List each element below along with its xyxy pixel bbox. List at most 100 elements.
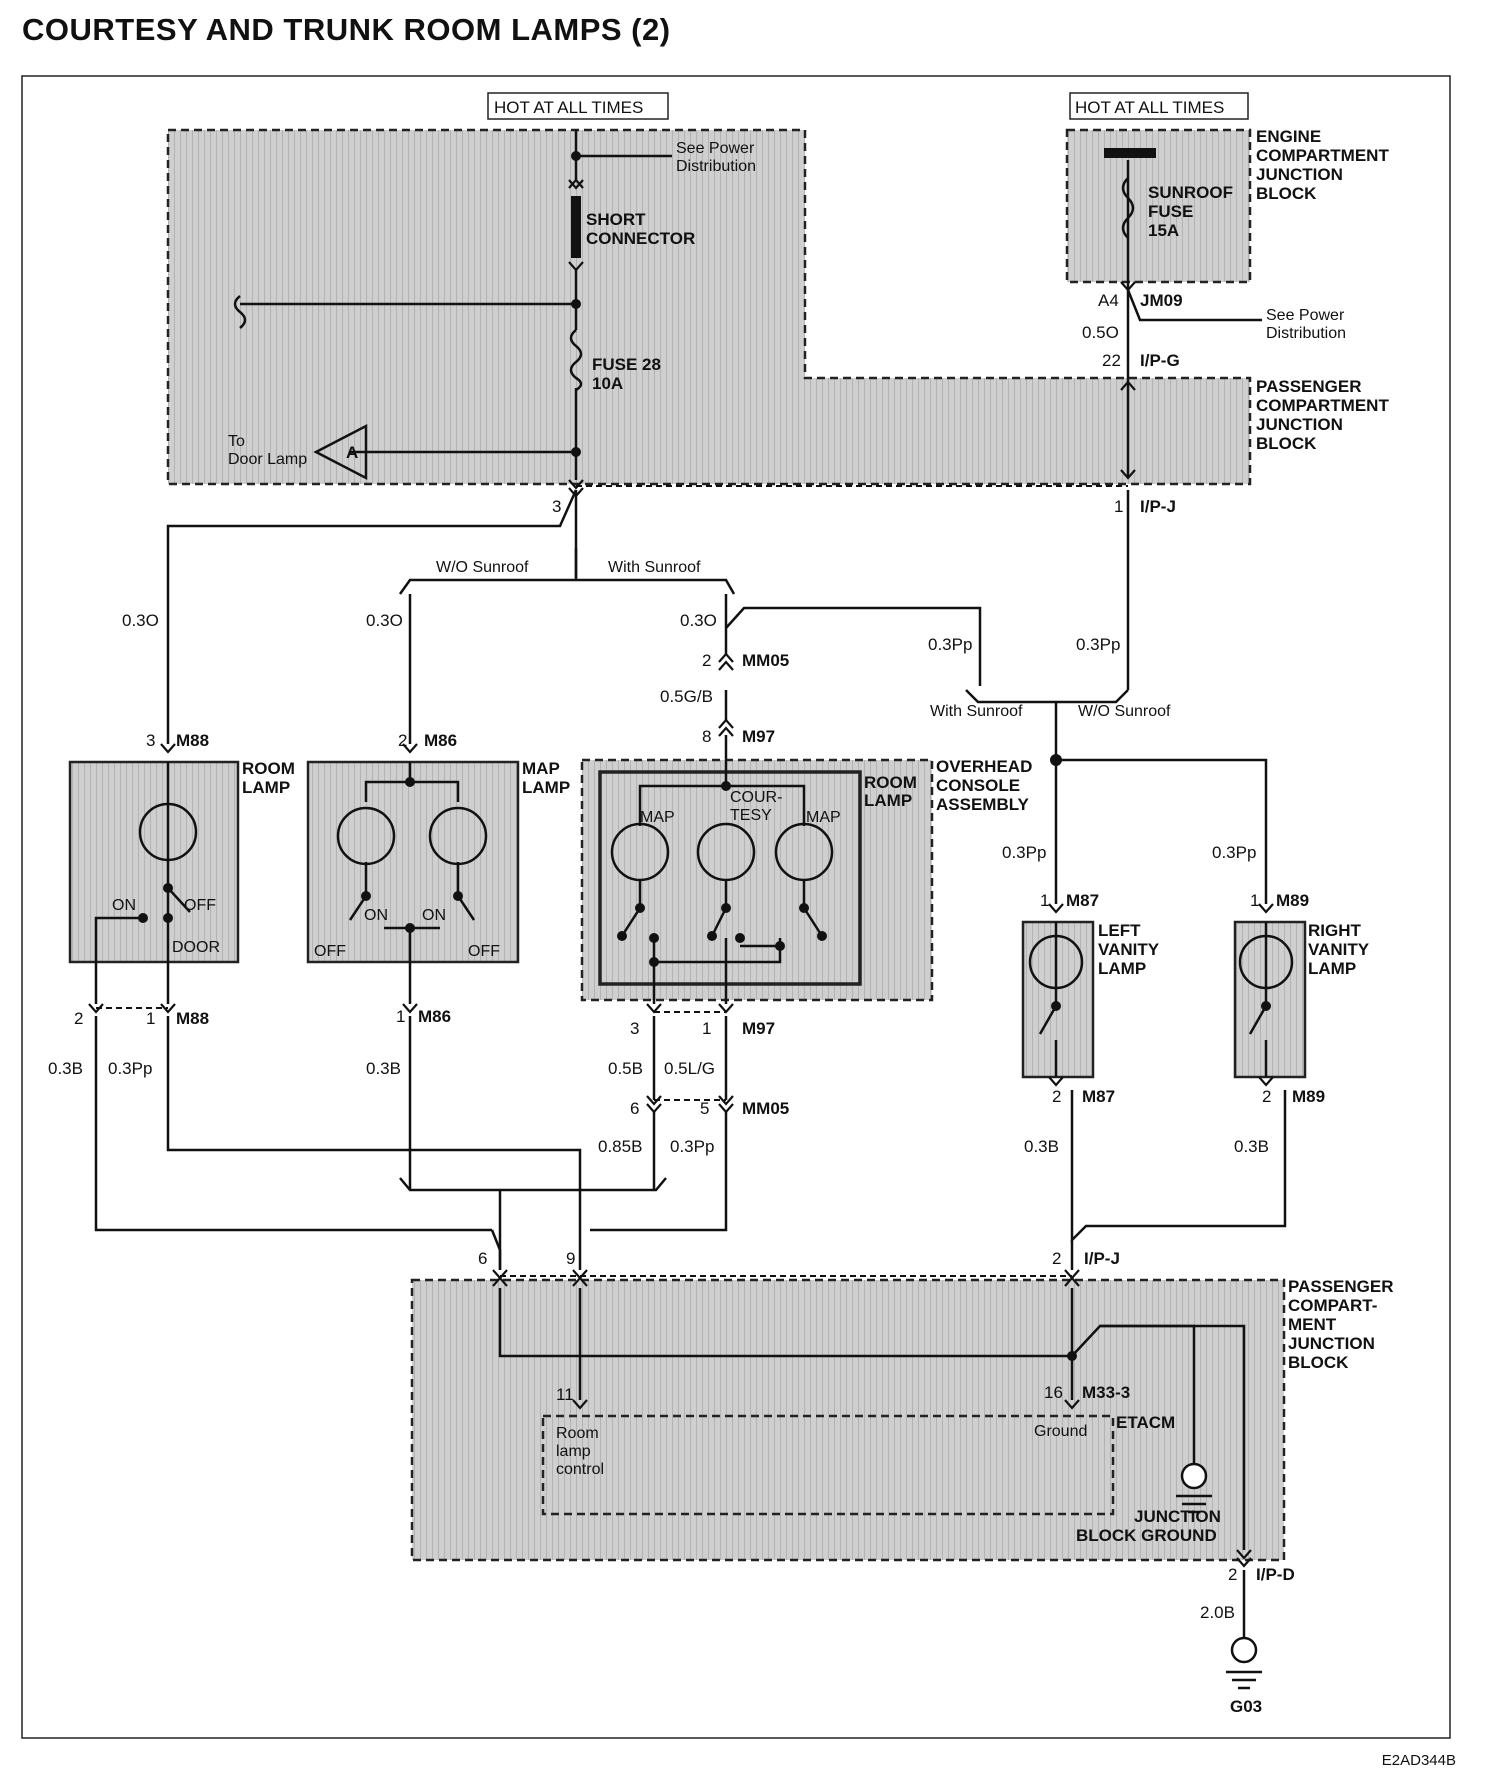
conn-ipj-top: I/P-J bbox=[1140, 497, 1176, 516]
m97-b3: 3 bbox=[630, 1019, 639, 1038]
left-vanity-lamp-box bbox=[1021, 920, 1095, 1079]
wire-20b: 2.0B bbox=[1200, 1603, 1235, 1622]
m88-b2: 2 bbox=[74, 1009, 83, 1028]
dashed-shells bbox=[96, 485, 1128, 1277]
g03-ground-symbol bbox=[1226, 1636, 1262, 1690]
pcjb-top-label-4: BLOCK bbox=[1256, 434, 1317, 453]
overhead-room-lamp-box bbox=[598, 770, 862, 986]
to-door-lamp-1: To bbox=[228, 433, 245, 450]
pcjb-bottom-label-1: PASSENGER bbox=[1288, 1277, 1394, 1296]
room-lamp-control-1: Room bbox=[556, 1425, 599, 1442]
fuse-28-label: FUSE 28 bbox=[592, 355, 661, 374]
map-on-1: ON bbox=[364, 907, 388, 924]
with-sunroof-1: With Sunroof bbox=[608, 559, 701, 576]
pcjb-bottom-label-2: COMPART- bbox=[1288, 1296, 1377, 1315]
pc-conn-2: 2 bbox=[1052, 1249, 1061, 1268]
sunroof-fuse-label-3: 15A bbox=[1148, 221, 1179, 240]
right-vanity-label-2: VANITY bbox=[1308, 940, 1370, 959]
ground-label: Ground bbox=[1034, 1423, 1087, 1440]
conn-m89-top: M89 bbox=[1276, 891, 1309, 910]
left-vanity-label-3: LAMP bbox=[1098, 959, 1146, 978]
right-vanity-lamp-box bbox=[1233, 920, 1307, 1079]
g03-label: G03 bbox=[1230, 1697, 1262, 1716]
m89-b2: 2 bbox=[1262, 1087, 1271, 1106]
lamp-bulbs bbox=[138, 802, 1294, 990]
etacm-label: ETACM bbox=[1116, 1413, 1175, 1432]
m97-b1: 1 bbox=[702, 1019, 711, 1038]
with-sunroof-2: With Sunroof bbox=[930, 703, 1023, 720]
wire-03pp-a: 0.3Pp bbox=[928, 635, 972, 654]
conn-m86-top: M86 bbox=[424, 731, 457, 750]
room-off: OFF bbox=[184, 897, 216, 914]
conn-1: 1 bbox=[1114, 497, 1123, 516]
left-vanity-label-2: VANITY bbox=[1098, 940, 1160, 959]
diagram-frame bbox=[21, 75, 1451, 1739]
conn-22: 22 bbox=[1102, 351, 1121, 370]
m89-top-pin: 1 bbox=[1250, 891, 1259, 910]
door-lamp-connector-triangle bbox=[313, 423, 368, 481]
wire-03b-a: 0.3B bbox=[48, 1059, 83, 1078]
wire-03b-d: 0.3B bbox=[1234, 1137, 1269, 1156]
wire-03o-c: 0.3O bbox=[680, 611, 717, 630]
short-connector-bar bbox=[571, 196, 581, 258]
sunroof-fuse-label-1: SUNROOF bbox=[1148, 183, 1233, 202]
conn-16: 16 bbox=[1044, 1383, 1063, 1402]
jb-ground-label-1: JUNCTION bbox=[1134, 1507, 1221, 1526]
m88-top-pin: 3 bbox=[146, 731, 155, 750]
pc-conn-9: 9 bbox=[566, 1249, 575, 1268]
pcjb-top-label-2: COMPARTMENT bbox=[1256, 396, 1389, 415]
overhead-map-2: MAP bbox=[806, 809, 841, 826]
pcjb-bottom-label-5: BLOCK bbox=[1288, 1353, 1349, 1372]
wire-05o: 0.5O bbox=[1082, 323, 1119, 342]
map-off-2: OFF bbox=[468, 943, 500, 960]
conn-m33-3: M33-3 bbox=[1082, 1383, 1130, 1402]
wire-05gb: 0.5G/B bbox=[660, 687, 713, 706]
pcjb-bottom-label-4: JUNCTION bbox=[1288, 1334, 1375, 1353]
conn-m89-bottom: M89 bbox=[1292, 1087, 1325, 1106]
passenger-compartment-junction-block-top bbox=[166, 128, 1252, 486]
courtesy-label-1: COUR- bbox=[730, 789, 782, 806]
m87-top-pin: 1 bbox=[1040, 891, 1049, 910]
wire-03pp-d: 0.3Pp bbox=[1212, 843, 1256, 862]
room-lamp-label-2: LAMP bbox=[242, 778, 290, 797]
room-lamp-control-2: lamp bbox=[556, 1443, 591, 1460]
connector-chevrons bbox=[88, 178, 1274, 1568]
room-on: ON bbox=[112, 897, 136, 914]
etacm-box bbox=[541, 1414, 1115, 1516]
conn-m97: M97 bbox=[742, 727, 775, 746]
room-lamp-control-3: control bbox=[556, 1461, 604, 1478]
ecjb-label-3: JUNCTION bbox=[1256, 165, 1343, 184]
conn-a4: A4 bbox=[1098, 291, 1119, 310]
wire-03pp-f: 0.3Pp bbox=[670, 1137, 714, 1156]
wire-03b-b: 0.3B bbox=[366, 1059, 401, 1078]
m86-top-pin: 2 bbox=[398, 731, 407, 750]
wire-05lg: 0.5L/G bbox=[664, 1059, 715, 1078]
map-off-1: OFF bbox=[314, 943, 346, 960]
mm05-b6: 6 bbox=[630, 1099, 639, 1118]
conn-ipg: I/P-G bbox=[1140, 351, 1180, 370]
overhead-room-lamp-1: ROOM bbox=[864, 773, 917, 792]
pcjb-top-label-1: PASSENGER bbox=[1256, 377, 1362, 396]
page-title: COURTESY AND TRUNK ROOM LAMPS (2) bbox=[22, 12, 671, 47]
courtesy-label-2: TESY bbox=[730, 807, 772, 824]
right-vanity-label-1: RIGHT bbox=[1308, 921, 1362, 940]
sunroof-fuse-label-2: FUSE bbox=[1148, 202, 1193, 221]
mm05-b5: 5 bbox=[700, 1099, 709, 1118]
see-power-1a: See Power bbox=[676, 140, 755, 157]
conn-mm05: MM05 bbox=[742, 651, 789, 670]
wire-03o-b: 0.3O bbox=[366, 611, 403, 630]
conn-m87-top: M87 bbox=[1066, 891, 1099, 910]
short-connector-label-2: CONNECTOR bbox=[586, 229, 695, 248]
m86-b1: 1 bbox=[396, 1007, 405, 1026]
map-lamp-label-1: MAP bbox=[522, 759, 560, 778]
ecjb-label-2: COMPARTMENT bbox=[1256, 146, 1389, 165]
conn-11: 11 bbox=[556, 1385, 574, 1404]
see-power-2a: See Power bbox=[1266, 307, 1345, 324]
room-lamp-label-1: ROOM bbox=[242, 759, 295, 778]
overhead-console-2: CONSOLE bbox=[936, 776, 1020, 795]
overhead-map-1: MAP bbox=[640, 809, 675, 826]
door-lamp-ref: A bbox=[346, 443, 358, 462]
engine-compartment-junction-block bbox=[1065, 128, 1252, 284]
conn-m88-bottom: M88 bbox=[176, 1009, 209, 1028]
conn-m86-bottom: M86 bbox=[418, 1007, 451, 1026]
